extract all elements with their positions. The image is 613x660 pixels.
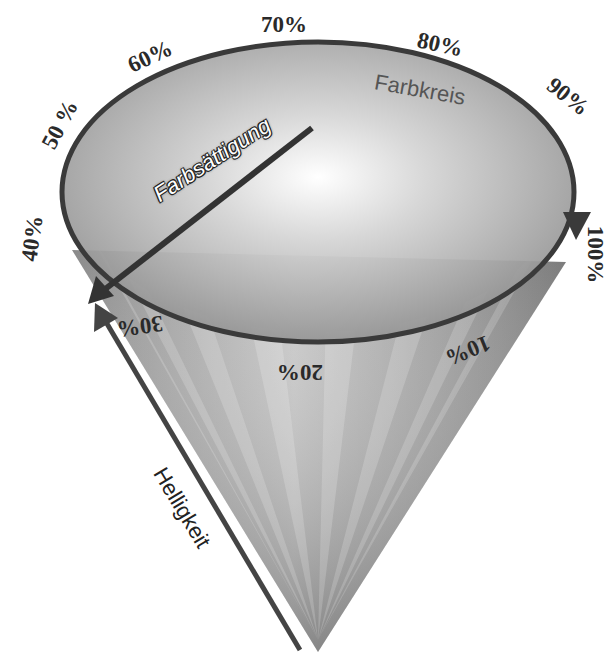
color-wheel-disc	[62, 42, 574, 342]
percent-label: 70%	[261, 13, 307, 36]
percent-label: 90%	[543, 73, 593, 119]
percent-label: 40%	[17, 214, 46, 263]
percent-label: 100%	[585, 225, 608, 283]
percent-label: 20%	[277, 361, 323, 384]
hue-ray	[318, 317, 427, 640]
hue-ray	[318, 330, 356, 640]
brightness-arrowhead	[94, 303, 118, 332]
brightness-arrow	[106, 322, 300, 650]
color-wheel-ring	[62, 42, 574, 342]
percent-label: 30%	[116, 311, 165, 340]
saturation-arrowhead	[88, 276, 114, 304]
hue-ray	[183, 308, 318, 640]
brightness-label: Helligkeit	[150, 464, 215, 552]
